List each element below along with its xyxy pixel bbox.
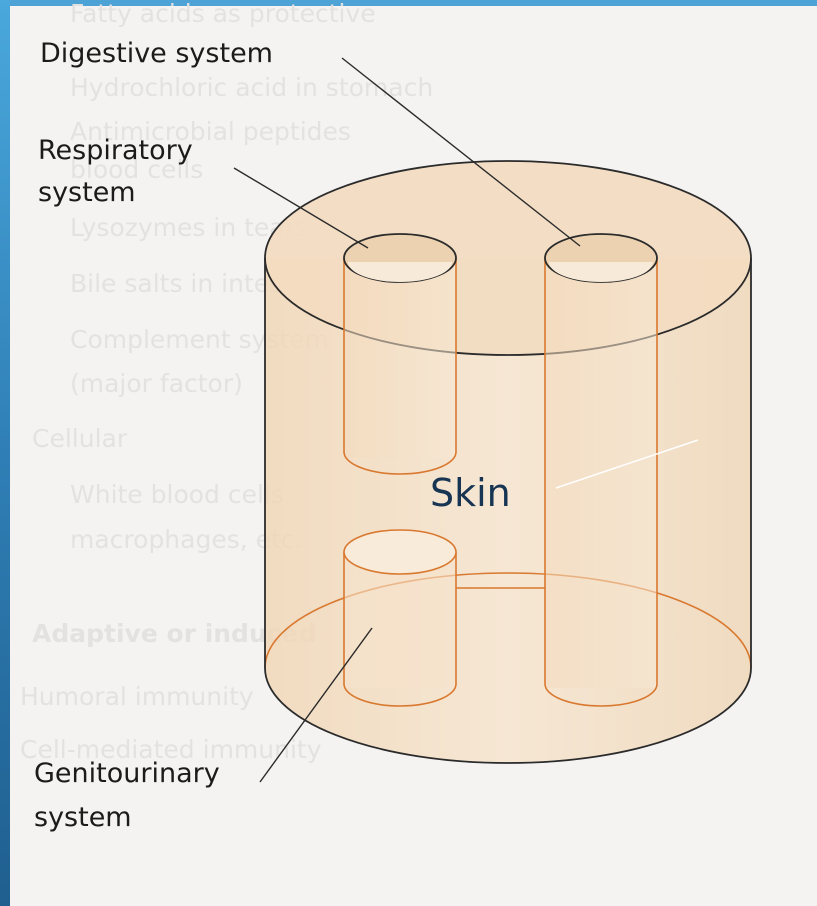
digestive-system-label: Digestive system: [40, 38, 273, 69]
respiratory-tube: [344, 234, 456, 474]
digestive-tube: [545, 234, 657, 706]
genitourinary-system-label-line1: Genitourinary: [34, 758, 220, 789]
skin-cylinder: [265, 161, 751, 763]
bg-text-line: White blood cells: [70, 480, 284, 509]
skin-label: Skin: [430, 471, 511, 515]
respiratory-system-label-line2: system: [38, 177, 136, 208]
bg-text-line: Cellular: [32, 424, 128, 453]
bg-text-line: Humoral immunity: [20, 682, 254, 711]
bg-text-line: (major factor): [70, 369, 243, 398]
genitourinary-tube: [344, 530, 456, 706]
genitourinary-system-label-line2: system: [34, 802, 132, 833]
respiratory-system-label-line1: Respiratory: [38, 135, 193, 166]
bg-text-line: Fatty acids as protective: [70, 0, 376, 28]
